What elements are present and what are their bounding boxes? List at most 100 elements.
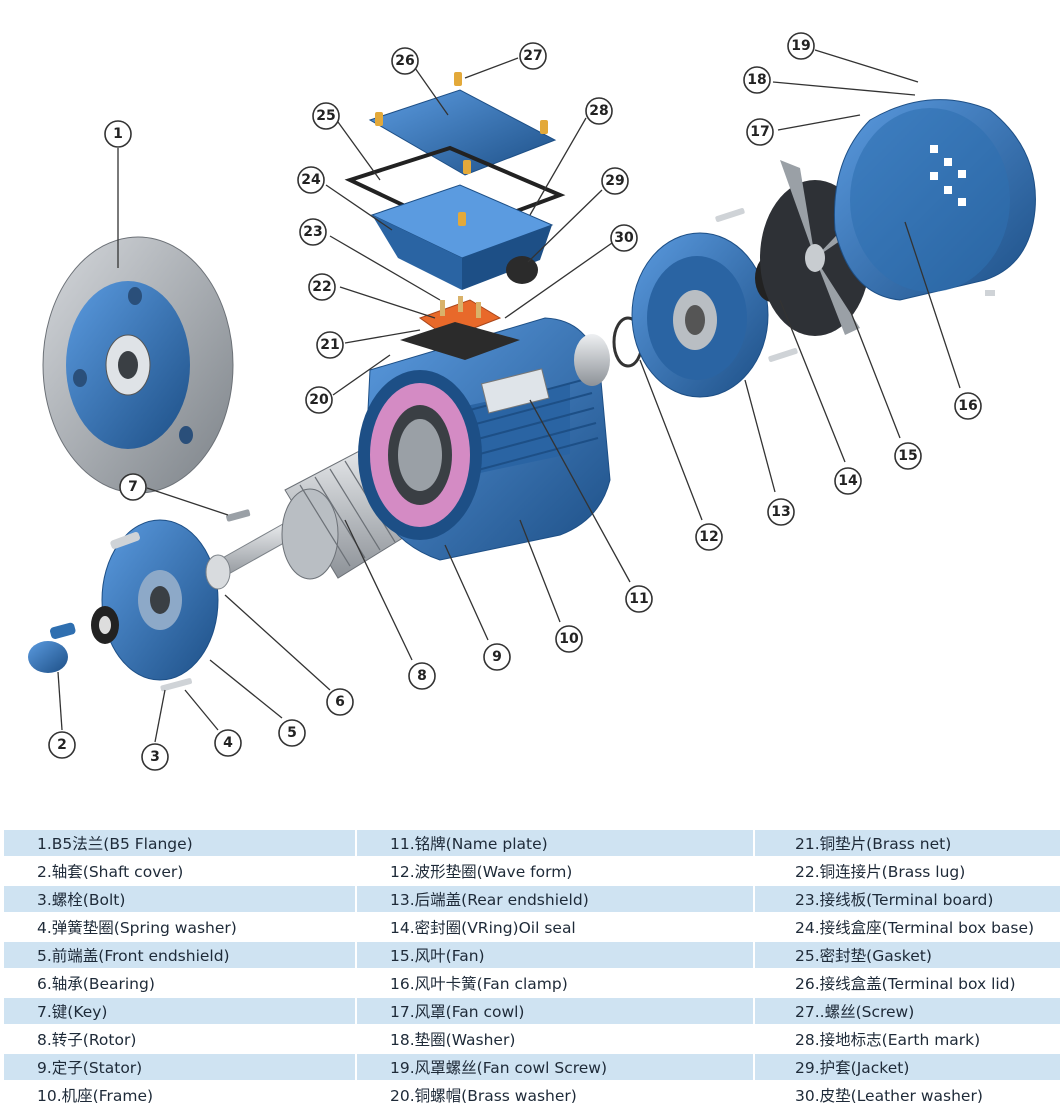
callout-13: 13 [767,498,795,526]
svg-text:25: 25 [316,108,335,124]
svg-text:6: 6 [335,694,345,710]
exploded-motor-diagram: 1 2 3 4 5 6 7 8 9 10 11 12 13 14 15 16 1… [28,32,1036,771]
legend-cell: 30.皮垫(Leather washer) [754,1081,1060,1109]
legend-cell: 12.波形垫圈(Wave form) [356,857,755,885]
stator-part [358,370,482,540]
table-row: 7.键(Key) 17.风罩(Fan cowl) 27..螺丝(Screw) [4,997,1060,1025]
fan-cowl-part [833,99,1036,301]
legend-cell: 8.转子(Rotor) [4,1025,357,1053]
callout-14: 14 [834,467,862,495]
leather-washer-part [400,322,520,360]
callout-21: 21 [316,331,344,359]
legend-cell: 22.铜连接片(Brass lug) [754,857,1060,885]
shaft-cover-part [28,622,76,673]
key-part [226,509,251,522]
table-row: 8.转子(Rotor) 18.垫圈(Washer) 28.接地标志(Earth … [4,1025,1060,1053]
svg-text:27: 27 [523,48,542,64]
svg-text:30: 30 [614,230,634,246]
callout-27: 27 [519,42,547,70]
callout-29: 29 [601,167,629,195]
bolt-part [160,678,193,692]
legend-cell: 3.螺栓(Bolt) [4,885,357,913]
callout-4: 4 [214,729,242,757]
legend-cell: 25.密封垫(Gasket) [754,941,1060,969]
svg-text:17: 17 [750,124,769,140]
screw-parts [375,72,548,226]
legend-cell: 6.轴承(Bearing) [4,969,357,997]
legend-cell: 20.铜螺帽(Brass washer) [356,1081,755,1109]
svg-text:16: 16 [958,398,977,414]
svg-text:14: 14 [838,473,858,489]
legend-cell: 23.接线板(Terminal board) [754,885,1060,913]
legend-cell: 19.风罩螺丝(Fan cowl Screw) [356,1053,755,1081]
svg-text:21: 21 [320,337,339,353]
svg-text:9: 9 [492,649,502,665]
callout-3: 3 [141,743,169,771]
table-row: 9.定子(Stator) 19.风罩螺丝(Fan cowl Screw) 29.… [4,1053,1060,1081]
callout-12: 12 [695,523,723,551]
callout-25: 25 [312,102,340,130]
legend-cell: 17.风罩(Fan cowl) [356,997,755,1025]
svg-text:20: 20 [309,392,329,408]
callout-18: 18 [743,66,771,94]
svg-text:23: 23 [303,224,322,240]
svg-text:4: 4 [223,735,233,751]
legend-cell: 29.护套(Jacket) [754,1053,1060,1081]
svg-text:19: 19 [791,38,810,54]
legend-cell: 16.风叶卡簧(Fan clamp) [356,969,755,997]
jacket-part [506,256,538,284]
svg-text:26: 26 [395,53,414,69]
bolt-rear-parts [715,208,798,362]
table-row: 2.轴套(Shaft cover) 12.波形垫圈(Wave form) 22.… [4,857,1060,885]
front-endshield-part [101,519,219,681]
table-row: 1.B5法兰(B5 Flange) 11.铭牌(Name plate) 21.铜… [4,830,1060,857]
callout-23: 23 [299,218,327,246]
svg-text:22: 22 [312,279,331,295]
callout-28: 28 [585,97,613,125]
legend-cell: 18.垫圈(Washer) [356,1025,755,1053]
svg-text:7: 7 [128,479,138,495]
svg-text:13: 13 [771,504,790,520]
legend-cell: 21.铜垫片(Brass net) [754,830,1060,857]
callout-24: 24 [297,166,325,194]
legend-cell: 9.定子(Stator) [4,1053,357,1081]
svg-text:18: 18 [747,72,766,88]
seal-ring-part [91,606,119,644]
legend-cell: 11.铭牌(Name plate) [356,830,755,857]
legend-cell: 2.轴套(Shaft cover) [4,857,357,885]
svg-text:11: 11 [629,591,648,607]
svg-text:8: 8 [417,668,427,684]
legend-cell: 26.接线盒盖(Terminal box lid) [754,969,1060,997]
callout-17: 17 [746,118,774,146]
callout-6: 6 [326,688,354,716]
svg-text:12: 12 [699,529,718,545]
callout-20: 20 [305,386,333,414]
callout-5: 5 [278,719,306,747]
b5-flange-part [42,236,234,494]
svg-text:24: 24 [301,172,321,188]
legend-cell: 10.机座(Frame) [4,1081,357,1109]
svg-text:28: 28 [589,103,608,119]
svg-text:5: 5 [287,725,297,741]
svg-text:10: 10 [559,631,579,647]
callout-2: 2 [48,731,76,759]
svg-text:29: 29 [605,173,624,189]
callout-10: 10 [555,625,583,653]
svg-text:15: 15 [898,448,917,464]
callout-16: 16 [954,392,982,420]
callout-8: 8 [408,662,436,690]
legend-cell: 7.键(Key) [4,997,357,1025]
callout-15: 15 [894,442,922,470]
svg-text:1: 1 [113,126,123,142]
table-row: 3.螺栓(Bolt) 13.后端盖(Rear endshield) 23.接线板… [4,885,1060,913]
callout-9: 9 [483,643,511,671]
terminal-box-lid-part [368,89,557,176]
table-row: 4.弹簧垫圈(Spring washer) 14.密封圈(VRing)Oil s… [4,913,1060,941]
callout-30: 30 [610,224,638,252]
legend-cell: 28.接地标志(Earth mark) [754,1025,1060,1053]
callout-1: 1 [104,120,132,148]
legend-cell: 27..螺丝(Screw) [754,997,1060,1025]
callout-19: 19 [787,32,815,60]
legend-cell: 5.前端盖(Front endshield) [4,941,357,969]
legend-cell: 14.密封圈(VRing)Oil seal [356,913,755,941]
